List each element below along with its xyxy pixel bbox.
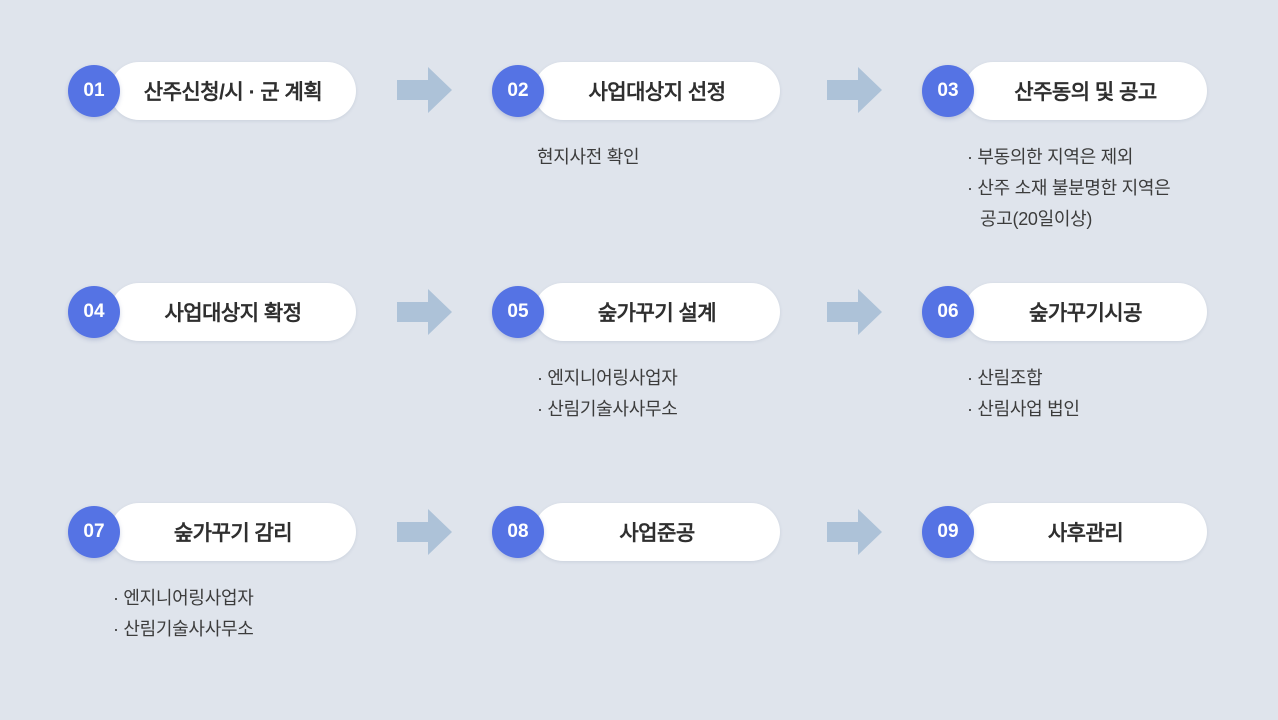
step-03-card: 산주동의 및 공고 03 · 부동의한 지역은 제외 · 산주 소재 불분명한 …: [922, 62, 1207, 235]
step-02-notes: 현지사전 확인: [537, 142, 780, 173]
step-06-number: 06: [922, 286, 974, 338]
step-02-badge: 사업대상지 선정 02: [492, 62, 780, 120]
arrow-right-icon: [827, 289, 882, 335]
step-08-title: 사업준공: [534, 503, 780, 561]
step-08-badge: 사업준공 08: [492, 503, 780, 561]
step-05-title: 숲가꾸기 설계: [534, 283, 780, 341]
arrow-right-icon: [397, 289, 452, 335]
step-note: · 산림기술사사무소: [113, 619, 254, 639]
step-09-card: 사후관리 09: [922, 503, 1207, 561]
step-09-number: 09: [922, 506, 974, 558]
step-note: · 엔지니어링사업자: [537, 368, 678, 388]
step-08-card: 사업준공 08: [492, 503, 780, 561]
step-03-notes: · 부동의한 지역은 제외 · 산주 소재 불분명한 지역은 공고(20일이상): [967, 142, 1207, 235]
step-07-title: 숲가꾸기 감리: [110, 503, 356, 561]
step-note: · 산림기술사사무소: [537, 399, 678, 419]
arrow-right-icon: [397, 67, 452, 113]
step-02-title: 사업대상지 선정: [534, 62, 780, 120]
step-05-badge: 숲가꾸기 설계 05: [492, 283, 780, 341]
step-04-card: 사업대상지 확정 04: [68, 283, 356, 341]
step-note: 현지사전 확인: [537, 147, 640, 167]
step-01-card: 산주신청/시 · 군 계획 01: [68, 62, 356, 120]
step-09-badge: 사후관리 09: [922, 503, 1207, 561]
step-02-number: 02: [492, 65, 544, 117]
arrow-right-icon: [397, 509, 452, 555]
step-note: 공고(20일이상): [980, 209, 1093, 229]
step-note: · 엔지니어링사업자: [113, 588, 254, 608]
step-note: · 산주 소재 불분명한 지역은: [967, 178, 1171, 198]
step-06-badge: 숲가꾸기시공 06: [922, 283, 1207, 341]
arrow-right-icon: [827, 509, 882, 555]
step-01-number: 01: [68, 65, 120, 117]
step-04-title: 사업대상지 확정: [110, 283, 356, 341]
arrow-right-icon: [827, 67, 882, 113]
step-03-title: 산주동의 및 공고: [964, 62, 1207, 120]
step-05-card: 숲가꾸기 설계 05 · 엔지니어링사업자 · 산림기술사사무소: [492, 283, 780, 425]
step-note: · 부동의한 지역은 제외: [967, 147, 1134, 167]
step-08-number: 08: [492, 506, 544, 558]
step-05-notes: · 엔지니어링사업자 · 산림기술사사무소: [537, 363, 780, 425]
step-09-title: 사후관리: [964, 503, 1207, 561]
step-01-title: 산주신청/시 · 군 계획: [110, 62, 356, 120]
step-01-badge: 산주신청/시 · 군 계획 01: [68, 62, 356, 120]
step-07-badge: 숲가꾸기 감리 07: [68, 503, 356, 561]
step-07-number: 07: [68, 506, 120, 558]
step-04-badge: 사업대상지 확정 04: [68, 283, 356, 341]
step-04-number: 04: [68, 286, 120, 338]
step-note: · 산림조합: [967, 368, 1043, 388]
step-06-notes: · 산림조합 · 산림사업 법인: [967, 363, 1207, 425]
step-03-number: 03: [922, 65, 974, 117]
step-07-notes: · 엔지니어링사업자 · 산림기술사사무소: [113, 583, 356, 645]
step-05-number: 05: [492, 286, 544, 338]
step-03-badge: 산주동의 및 공고 03: [922, 62, 1207, 120]
step-07-card: 숲가꾸기 감리 07 · 엔지니어링사업자 · 산림기술사사무소: [68, 503, 356, 645]
step-06-card: 숲가꾸기시공 06 · 산림조합 · 산림사업 법인: [922, 283, 1207, 425]
step-06-title: 숲가꾸기시공: [964, 283, 1207, 341]
step-note: · 산림사업 법인: [967, 399, 1080, 419]
step-02-card: 사업대상지 선정 02 현지사전 확인: [492, 62, 780, 173]
